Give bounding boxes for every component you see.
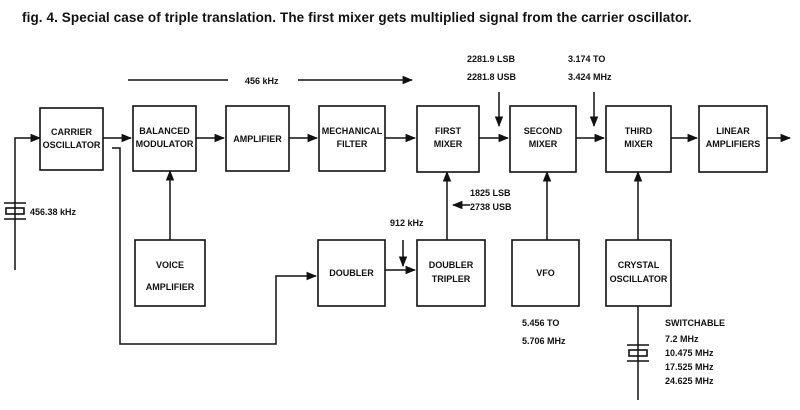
carrier-oscillator-line-2: OSCILLATOR [43, 140, 101, 150]
doubler-tripler-line-2: TRIPLER [432, 274, 471, 284]
wire-crystal-to-carrier [14, 133, 42, 270]
voice-amplifier-block: VOICE AMPLIFIER [134, 239, 206, 307]
first-mixer-output-lsb: 2281.9 LSB [467, 54, 516, 64]
first-mixer-block: FIRST MIXER [416, 105, 480, 173]
second-mixer-output-range-end: 3.424 MHz [568, 72, 612, 82]
crystal-frequency-2: 10.475 MHz [665, 348, 714, 358]
carrier-oscillator-line-1: CARRIER [51, 127, 93, 137]
doubler-block: DOUBLER [317, 239, 386, 307]
second-mixer-block: SECOND MIXER [509, 105, 577, 173]
third-mixer-line-1: THIRD [625, 126, 653, 136]
linear-amplifiers-line-1: LINEAR [716, 126, 750, 136]
linear-amplifiers-line-2: AMPLIFIERS [706, 139, 761, 149]
balanced-modulator-block: BALANCED MODULATOR [132, 105, 197, 172]
amplifier-block: AMPLIFIER [225, 105, 290, 172]
vfo-range-end: 5.706 MHz [522, 336, 566, 346]
vfo-block: VFO [511, 239, 580, 307]
mechanical-filter-line-1: MECHANICAL [322, 126, 383, 136]
second-mixer-line-1: SECOND [524, 126, 563, 136]
vfo-range-start: 5.456 TO [522, 318, 559, 328]
amplifier-line-1: AMPLIFIER [233, 134, 282, 144]
crystal-icon [4, 202, 26, 220]
doubler-line-1: DOUBLER [329, 268, 374, 278]
crystal-frequency-1: 7.2 MHz [665, 334, 699, 344]
switchable-crystal-icon [627, 344, 649, 362]
third-mixer-block: THIRD MIXER [605, 105, 672, 173]
figure-caption: fig. 4. Special case of triple translati… [22, 10, 692, 25]
third-mixer-line-2: MIXER [624, 139, 653, 149]
doubler-output-frequency: 912 kHz [390, 218, 424, 228]
voice-amplifier-line-1: VOICE [156, 260, 184, 270]
first-mixer-line-2: MIXER [434, 139, 463, 149]
doubler-tripler-line-1: DOUBLER [429, 260, 474, 270]
carrier-oscillator-block: CARRIER OSCILLATOR [39, 107, 104, 171]
tripler-output-usb: 2738 USB [470, 202, 512, 212]
vfo-line-1: VFO [536, 268, 555, 278]
crystal-frequency-3: 17.525 MHz [665, 362, 714, 372]
second-mixer-output-range-start: 3.174 TO [568, 54, 605, 64]
balanced-modulator-line-1: BALANCED [139, 126, 190, 136]
wire-carrier-to-doubler [112, 147, 318, 345]
doubler-tripler-block: DOUBLER TRIPLER [416, 239, 486, 307]
first-mixer-line-1: FIRST [435, 126, 462, 136]
linear-amplifiers-block: LINEAR AMPLIFIERS [698, 105, 768, 173]
tripler-output-lsb: 1825 LSB [470, 188, 511, 198]
balanced-modulator-line-2: MODULATOR [136, 139, 194, 149]
if-frequency-label: 456 kHz [245, 76, 279, 86]
mechanical-filter-line-2: FILTER [337, 139, 368, 149]
crystal-frequency-4: 24.625 MHz [665, 376, 714, 386]
second-mixer-line-2: MIXER [529, 139, 558, 149]
carrier-crystal-frequency: 456.38 kHz [30, 207, 77, 217]
crystal-oscillator-line-1: CRYSTAL [618, 260, 660, 270]
switchable-label: SWITCHABLE [665, 318, 725, 328]
crystal-oscillator-block: CRYSTAL OSCILLATOR [605, 239, 672, 307]
crystal-oscillator-line-2: OSCILLATOR [610, 274, 668, 284]
voice-amplifier-line-2: AMPLIFIER [146, 282, 195, 292]
mechanical-filter-block: MECHANICAL FILTER [318, 105, 386, 172]
first-mixer-output-usb: 2281.8 USB [467, 72, 517, 82]
